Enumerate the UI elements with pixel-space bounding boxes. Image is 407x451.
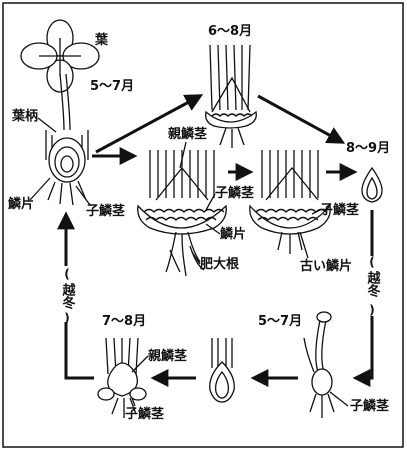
stage-old-scales: 子鱗茎 古い鱗片 xyxy=(250,150,359,274)
label-daughter-bulb-1: 子鱗茎 xyxy=(86,203,125,219)
stage-parent-bulb: 親鱗茎 子鱗茎 鱗片 肥大根 xyxy=(138,126,254,276)
overwinter-right: ( 越冬 ) xyxy=(361,255,383,317)
label-parent-bulb: 親鱗茎 xyxy=(168,126,207,142)
stage-plant-leaf: 葉 5～7月 葉柄 鱗片 子鱗茎 xyxy=(7,20,134,219)
label-scale-1: 鱗片 xyxy=(7,196,34,212)
label-enlarged-root: 肥大根 xyxy=(200,256,240,272)
label-daughter-bulb-3: 子鱗茎 xyxy=(320,202,359,218)
label-parent-bulb-2: 親鱗茎 xyxy=(148,348,187,364)
label-daughter-bulb-4: 子鱗茎 xyxy=(350,398,389,414)
label-scale-2: 鱗片 xyxy=(219,226,246,242)
flow-arrows xyxy=(66,96,372,378)
label-petiole: 葉柄 xyxy=(11,108,38,124)
label-overwinter-right: 越冬 xyxy=(365,270,382,298)
svg-text:): ) xyxy=(369,303,374,317)
svg-text:(: ( xyxy=(369,255,374,269)
overwinter-left: ( 越冬 ) xyxy=(56,266,78,325)
label-period-5: 7～8月 xyxy=(102,314,146,329)
label-period-2: 6～8月 xyxy=(208,24,252,39)
clover-leaf-icon xyxy=(21,20,99,92)
svg-text:(: ( xyxy=(64,267,69,281)
label-daughter-bulb-5: 子鱗茎 xyxy=(125,406,164,422)
label-period-1: 5～7月 xyxy=(90,79,134,94)
stage-parent-with-daughters: 7～8月 親鱗茎 子鱗茎 xyxy=(98,314,187,422)
arrow-to-summer xyxy=(96,96,200,152)
svg-text:): ) xyxy=(64,311,69,325)
label-overwinter-left: 越冬 xyxy=(60,282,77,310)
stage-sprouting: 5～7月 子鱗茎 xyxy=(258,312,389,418)
label-daughter-bulb-2: 子鱗茎 xyxy=(215,185,254,201)
arrow-summer-to-dormant xyxy=(258,96,342,142)
label-period-4: 5～7月 xyxy=(258,314,302,329)
stage-young-bulb xyxy=(210,338,235,402)
label-old-scale: 古い鱗片 xyxy=(300,258,352,274)
label-period-3: 8～9月 xyxy=(346,141,390,156)
stage-summer: 6～8月 xyxy=(206,24,257,148)
label-leaf: 葉 xyxy=(94,32,109,48)
